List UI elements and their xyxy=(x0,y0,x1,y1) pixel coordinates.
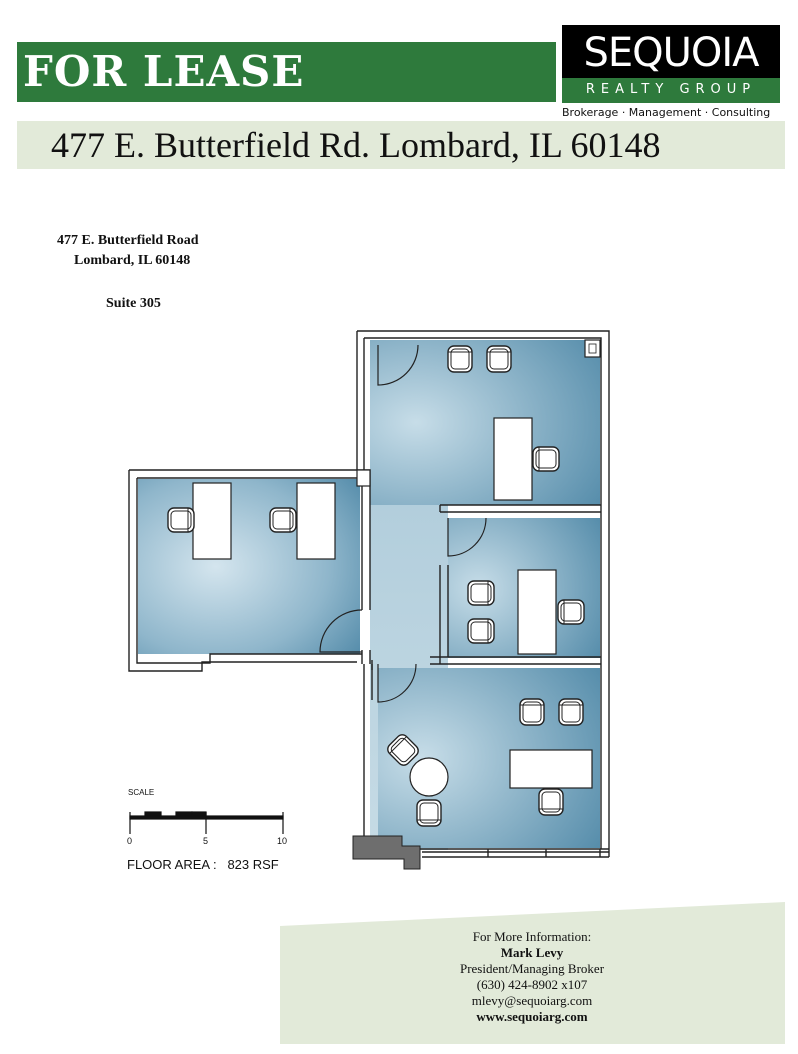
furniture xyxy=(167,345,593,827)
chair xyxy=(532,446,560,472)
contact-panel-bg xyxy=(280,902,785,1044)
contact-website[interactable]: www.sequoiarg.com xyxy=(476,1009,588,1024)
west-office-door xyxy=(319,609,363,653)
chair xyxy=(519,698,545,726)
property-address-line2: Lombard, IL 60148 xyxy=(74,253,191,268)
company-logo: SEQUOIA REALTY GROUP xyxy=(562,25,780,103)
floor-area-value: 823 RSF xyxy=(227,857,279,872)
chair xyxy=(167,507,195,533)
doors xyxy=(319,344,487,703)
logo-name: SEQUOIA xyxy=(583,30,759,76)
desk xyxy=(192,482,232,560)
stair-column xyxy=(352,835,421,870)
logo-subtitle: REALTY GROUP xyxy=(585,82,757,97)
chair xyxy=(467,618,495,644)
scale-tick-5: 5 xyxy=(203,836,209,846)
scale-tick-10: 10 xyxy=(277,836,288,846)
desk xyxy=(493,417,533,501)
middle-office-door xyxy=(447,517,487,557)
desk xyxy=(296,482,336,560)
chair xyxy=(416,799,442,827)
north-door xyxy=(377,344,419,386)
contact-phone: (630) 424-8902 x107 xyxy=(476,977,588,992)
scale-tick-0: 0 xyxy=(127,836,133,846)
chair xyxy=(558,698,584,726)
west-office-notch xyxy=(210,654,360,664)
column-ne xyxy=(584,339,601,358)
contact-info: For More Information: Mark Levy Presiden… xyxy=(430,929,634,1025)
floor-area-label: FLOOR AREA : xyxy=(127,857,217,872)
scale-bar xyxy=(129,811,284,834)
chair xyxy=(486,345,512,373)
desk xyxy=(517,569,557,655)
chair xyxy=(467,580,495,606)
contact-name: Mark Levy xyxy=(500,945,564,960)
contact-title: President/Managing Broker xyxy=(459,961,605,976)
desk xyxy=(509,749,593,789)
chair xyxy=(447,345,473,373)
header-address: 477 E. Butterfield Rd. Lombard, IL 60148 xyxy=(51,125,661,165)
chair xyxy=(269,507,297,533)
round-table xyxy=(409,757,449,797)
chair xyxy=(538,788,564,816)
for-lease-banner: FOR LEASE xyxy=(17,42,556,102)
banner-title: FOR LEASE xyxy=(23,47,305,96)
contact-email[interactable]: mlevy@sequoiarg.com xyxy=(471,993,593,1008)
chair xyxy=(557,599,585,625)
logo-tagline: Brokerage · Management · Consulting xyxy=(562,106,771,119)
property-address: 477 E. Butterfield Road Lombard, IL 6014… xyxy=(57,231,199,271)
address-band: 477 E. Butterfield Rd. Lombard, IL 60148 xyxy=(17,121,785,169)
column-junction xyxy=(356,469,371,487)
contact-heading: For More Information: xyxy=(472,929,592,944)
north-office-floor xyxy=(370,340,600,505)
floor-area: FLOOR AREA : 823 RSF xyxy=(127,857,279,872)
property-address-line1: 477 E. Butterfield Road xyxy=(57,233,199,248)
scale-label: SCALE xyxy=(128,788,155,797)
suite-label: Suite 305 xyxy=(106,296,161,311)
logo-strip: REALTY GROUP xyxy=(562,78,780,103)
south-office-door xyxy=(377,663,417,703)
